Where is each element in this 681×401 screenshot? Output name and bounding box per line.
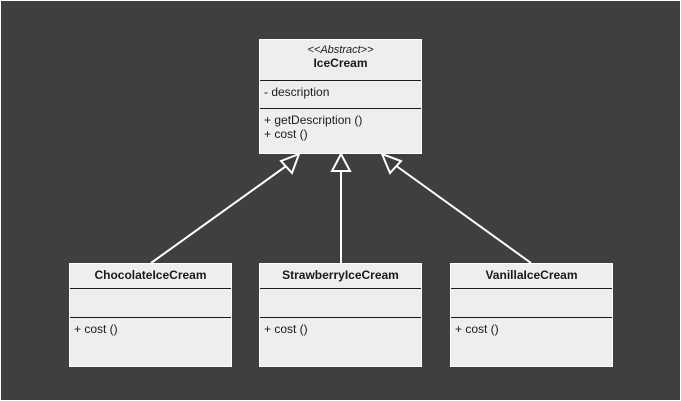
class-divider [260,80,421,81]
class-name: VanillaIceCream [485,268,578,282]
class-divider [451,288,612,289]
class-attributes [451,289,612,317]
class-header: ChocolateIceCream [70,264,231,288]
class-vanilla-ice-cream[interactable]: VanillaIceCream + cost () [450,263,613,367]
attribute-description: - description [264,85,330,99]
generalization-arrowhead-vanilla [380,152,403,175]
generalization-line-chocolate [150,163,290,264]
class-header: VanillaIceCream [451,264,612,288]
class-name: IceCream [313,56,368,70]
class-header: StrawberryIceCream [260,264,421,288]
class-name: ChocolateIceCream [94,268,207,282]
method-cost: + cost () [264,322,308,336]
class-methods: + cost () [70,318,231,340]
class-icecream[interactable]: <<Abstract>> IceCream - description + ge… [259,39,422,154]
class-attributes [70,289,231,317]
class-divider [260,288,421,289]
method-cost: + cost () [264,127,308,141]
method-cost: + cost () [74,322,118,336]
class-methods: + cost () [451,318,612,340]
class-methods: + getDescription () + cost () [260,109,421,145]
generalization-arrowhead-strawberry [330,151,352,172]
class-stereotype: <<Abstract>> [307,44,374,56]
class-divider [260,108,421,109]
class-header: <<Abstract>> IceCream [260,40,421,80]
method-cost: + cost () [455,322,499,336]
class-attributes [260,289,421,317]
class-name: StrawberryIceCream [282,268,399,282]
class-divider [451,317,612,318]
class-methods: + cost () [260,318,421,340]
generalization-arrowhead-chocolate [279,152,301,175]
class-chocolate-ice-cream[interactable]: ChocolateIceCream + cost () [69,263,232,367]
class-divider [70,288,231,289]
generalization-line-vanilla [394,164,532,264]
class-divider [260,317,421,318]
class-attributes: - description [260,81,421,108]
class-strawberry-ice-cream[interactable]: StrawberryIceCream + cost () [259,263,422,367]
class-divider [70,317,231,318]
method-get-description: + getDescription () [264,113,363,127]
